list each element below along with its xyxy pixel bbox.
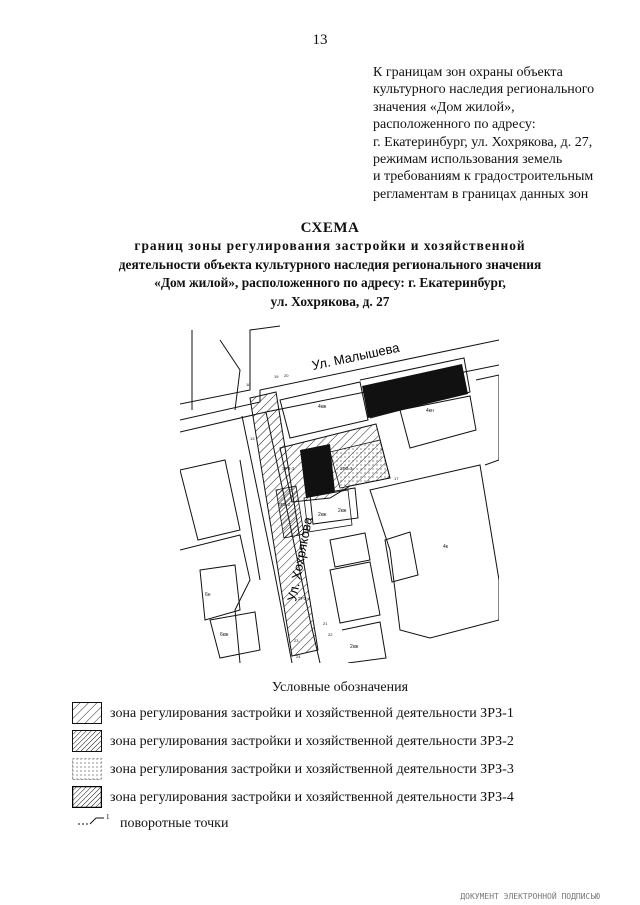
- header-note-line: значения «Дом жилой»,: [373, 99, 515, 115]
- legend-label: поворотные точки: [120, 816, 229, 831]
- header-note-line: г. Екатеринбург, ул. Хохрякова, д. 27,: [373, 134, 593, 150]
- dense-hatch-swatch: [72, 730, 102, 752]
- building-label: 2кж: [318, 512, 327, 518]
- header-note-line: регламентам в границах данных зон: [373, 186, 589, 202]
- building-label: 4кн: [426, 408, 434, 414]
- dotted-swatch: [72, 758, 102, 780]
- legend-label: зона регулирования застройки и хозяйстве…: [110, 790, 514, 805]
- title-line: деятельности объекта культурного наследи…: [118, 256, 542, 272]
- zone-label: ЗРЗ-3: [340, 466, 353, 471]
- header-note: К границам зон охраны объекта культурног…: [373, 64, 594, 203]
- zone-scheme-map: Ул. Малышева Ул. Хохрякова 4кж 4кн 2кж 2…: [180, 320, 499, 663]
- footer-stamp: ДОКУМЕНТ ЭЛЕКТРОННОЙ ПОДПИСЬЮ: [460, 892, 600, 901]
- turn-point-label: 20: [284, 373, 289, 378]
- zone-label: ЗРЗ-2: [278, 502, 291, 507]
- building-label: 6н: [205, 592, 211, 598]
- document-title: СХЕМА границ зоны регулирования застройк…: [0, 220, 640, 311]
- title-heading: СХЕМА: [300, 220, 360, 236]
- bold-hatch-swatch: [72, 786, 102, 808]
- header-note-line: и требованиям к градостроительным: [373, 169, 594, 185]
- turn-point-label: 17: [394, 476, 399, 481]
- title-line: «Дом жилой», расположенного по адресу: г…: [154, 275, 506, 290]
- turn-point-label: 13: [250, 436, 255, 441]
- turn-point-label: 23: [294, 638, 299, 643]
- sparse-hatch-swatch: [72, 702, 102, 724]
- title-line: ул. Хохрякова, д. 27: [270, 293, 390, 309]
- zone-label: ЗРЗ-1: [282, 466, 295, 471]
- turn-point-label: 18: [246, 382, 251, 387]
- turn-point-label: 19: [274, 374, 279, 379]
- header-note-line: К границам зон охраны объекта: [373, 65, 563, 80]
- building-label: 2кж: [338, 508, 347, 514]
- header-note-line: расположенного по адресу:: [373, 117, 536, 133]
- header-note-line: культурного наследия регионального: [373, 82, 595, 98]
- zone-label: ЗРЗ-4: [298, 596, 311, 601]
- legend-label: зона регулирования застройки и хозяйстве…: [110, 706, 514, 721]
- header-note-line: режимам использования земель: [373, 152, 563, 168]
- building-label: 4к: [443, 544, 449, 550]
- turn-point-label: 22: [328, 632, 333, 637]
- turn-point-label: 24: [296, 654, 301, 659]
- page-number: 13: [312, 32, 328, 48]
- legend-label: зона регулирования застройки и хозяйстве…: [110, 762, 514, 777]
- legend-title: Условные обозначения: [271, 680, 409, 695]
- building-label: 6кж: [220, 632, 229, 638]
- turn-point-label: 21: [323, 621, 328, 626]
- turn-point-marker-icon: 1: [78, 813, 110, 825]
- building-label: 4кж: [318, 404, 327, 410]
- turn-point-marker-number: 1: [106, 813, 110, 821]
- building-label: 2кж: [350, 644, 359, 650]
- title-line: границ зоны регулирования застройки и хо…: [134, 238, 526, 253]
- legend-label: зона регулирования застройки и хозяйстве…: [110, 734, 514, 749]
